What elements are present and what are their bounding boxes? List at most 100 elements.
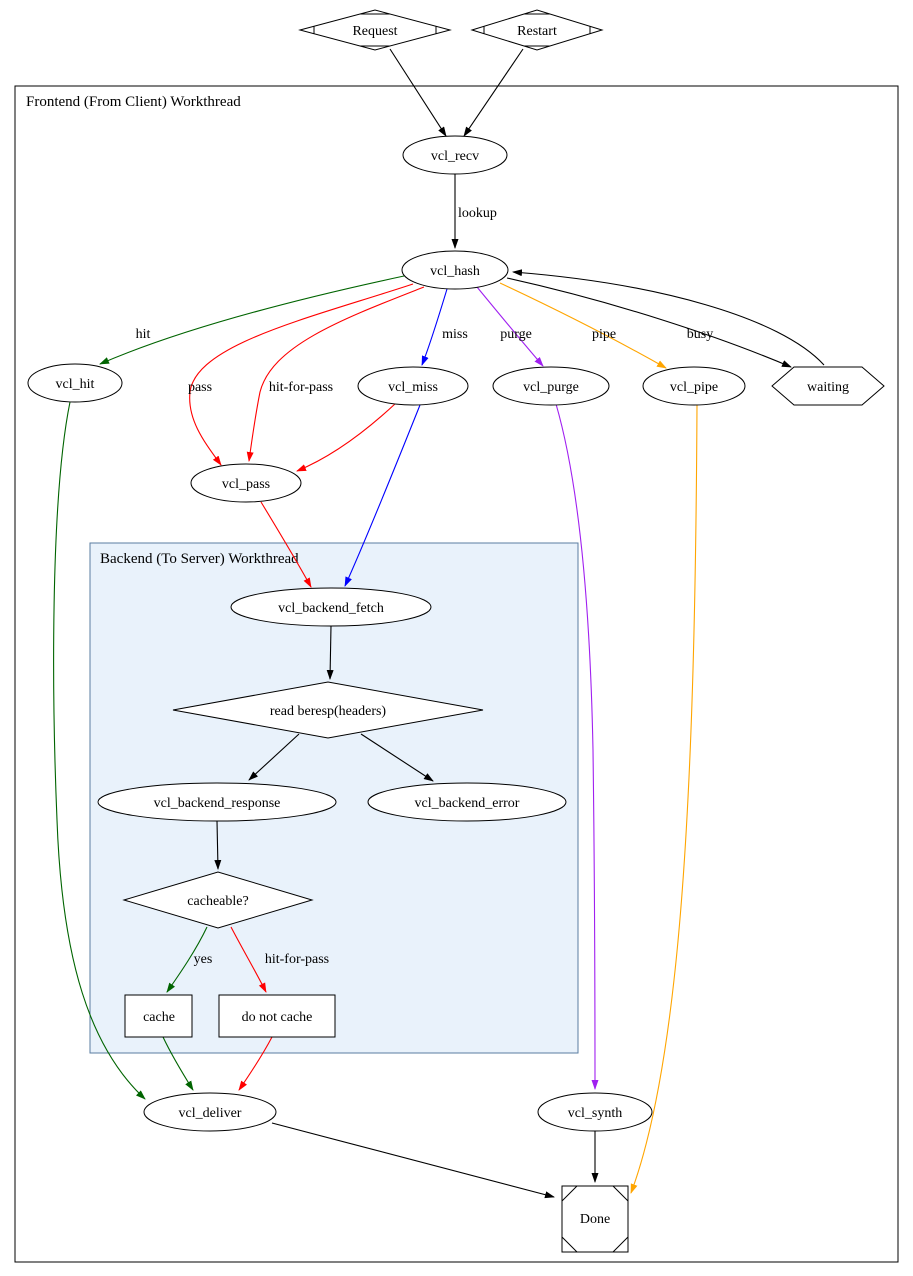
- cacheable-diamond: [122, 871, 314, 929]
- node-vcl-backend-fetch: vcl_backend_fetch: [230, 587, 432, 627]
- edge-vcl_miss-vcl_pass: [296, 402, 397, 472]
- backend-cluster-title: Backend (To Server) Workthread: [100, 551, 299, 567]
- request-label: Request: [352, 24, 397, 39]
- node-do-not-cache: do not cache: [218, 994, 336, 1038]
- vcl-backend-error-label: vcl_backend_error: [415, 796, 520, 811]
- waiting-label: waiting: [807, 380, 849, 395]
- edge-vcl_hash-waiting: [506, 277, 792, 368]
- vcl-hash-ellipse: [401, 250, 509, 290]
- vcl-pipe-label: vcl_pipe: [670, 380, 718, 395]
- vcl-synth-label: vcl_synth: [568, 1106, 622, 1121]
- node-vcl-synth: vcl_synth: [537, 1092, 653, 1132]
- node-cacheable: cacheable?: [122, 871, 314, 929]
- edge-readberesp-error: [360, 733, 434, 782]
- edge-vcl_miss-vcl_backend_fetch: [344, 404, 421, 587]
- vcl-miss-ellipse: [357, 366, 469, 406]
- node-request: Request: [298, 9, 452, 51]
- cache-label: cache: [143, 1010, 175, 1025]
- vcl-backend-fetch-ellipse: [230, 587, 432, 627]
- vcl-recv-label: vcl_recv: [431, 149, 479, 164]
- edge-restart-vcl_recv: [463, 48, 524, 137]
- node-vcl-backend-error: vcl_backend_error: [367, 782, 567, 822]
- edge-cache-vcl_deliver: [162, 1036, 194, 1091]
- done-label: Done: [580, 1212, 610, 1227]
- node-vcl-deliver: vcl_deliver: [143, 1092, 277, 1132]
- edge-waiting-vcl_hash: [512, 269, 825, 366]
- edge-response-cacheable: [214, 820, 222, 870]
- edge-vcl_purge-vcl_synth: [555, 403, 599, 1090]
- vcl-pipe-ellipse: [642, 366, 746, 406]
- done-corner-tl: [561, 1185, 578, 1202]
- edge-vcl_hash-vcl_hit: [99, 275, 405, 365]
- node-read-beresp: read beresp(headers): [172, 681, 484, 739]
- vcl-backend-response-label: vcl_backend_response: [154, 796, 281, 811]
- node-vcl-miss: vcl_miss: [357, 366, 469, 406]
- node-restart: Restart: [470, 9, 604, 51]
- done-corner-bl: [561, 1236, 578, 1253]
- vcl-backend-fetch-label: vcl_backend_fetch: [278, 601, 384, 616]
- edge-vcl_hash-vcl_pass-pass: [189, 283, 414, 466]
- node-waiting: waiting: [771, 366, 885, 406]
- vcl-miss-label: vcl_miss: [388, 380, 438, 395]
- vcl-purge-ellipse: [492, 366, 610, 406]
- vcl-deliver-ellipse: [143, 1092, 277, 1132]
- edge-label-pipe: pipe: [592, 327, 616, 342]
- node-vcl-pass: vcl_pass: [190, 463, 302, 503]
- edge-vcl_hash-vcl_pass-hitforpass: [246, 286, 425, 462]
- read-beresp-label: read beresp(headers): [270, 704, 387, 719]
- edge-request-vcl_recv: [389, 48, 447, 137]
- edge-label-miss: miss: [442, 327, 468, 342]
- edge-vcl_hash-vcl_purge: [476, 286, 544, 367]
- edge-donotcache-vcl_deliver: [238, 1036, 273, 1091]
- vcl-backend-response-ellipse: [97, 782, 337, 822]
- edge-vcl_pipe-done: [630, 404, 698, 1194]
- edge-readberesp-response: [248, 733, 300, 781]
- vcl-hit-ellipse: [27, 363, 123, 403]
- do-not-cache-label: do not cache: [242, 1010, 313, 1025]
- node-vcl-recv: vcl_recv: [402, 135, 508, 175]
- restart-diamond: [470, 9, 604, 51]
- vcl-recv-ellipse: [402, 135, 508, 175]
- edge-label-lookup: lookup: [458, 206, 497, 221]
- vcl-hit-label: vcl_hit: [56, 377, 95, 392]
- node-vcl-pipe: vcl_pipe: [642, 366, 746, 406]
- edge-label-busy: busy: [687, 327, 713, 342]
- vcl-backend-error-ellipse: [367, 782, 567, 822]
- edge-label-hit-for-pass: hit-for-pass: [269, 380, 333, 395]
- vcl-pass-label: vcl_pass: [222, 477, 270, 492]
- do-not-cache-rect: [218, 994, 336, 1038]
- node-cache: cache: [124, 994, 193, 1038]
- edge-label-hit: hit: [136, 327, 151, 342]
- node-vcl-purge: vcl_purge: [492, 366, 610, 406]
- edge-vcl_deliver-done: [271, 1122, 555, 1199]
- node-vcl-hit: vcl_hit: [27, 363, 123, 403]
- node-vcl-backend-response: vcl_backend_response: [97, 782, 337, 822]
- node-vcl-hash: vcl_hash: [401, 250, 509, 290]
- vcl-pass-ellipse: [190, 463, 302, 503]
- done-corner-br: [612, 1236, 629, 1253]
- vcl-synth-ellipse: [537, 1092, 653, 1132]
- frontend-cluster-box: [14, 85, 899, 1263]
- restart-label: Restart: [517, 24, 557, 39]
- cacheable-label: cacheable?: [187, 894, 248, 909]
- edge-vcl_hash-vcl_pipe: [499, 282, 667, 369]
- vcl-deliver-label: vcl_deliver: [179, 1106, 242, 1121]
- edge-label-hit-for-pass-backend: hit-for-pass: [265, 952, 329, 967]
- cache-rect: [124, 994, 193, 1038]
- waiting-hexagon: [771, 366, 885, 406]
- edge-label-purge: purge: [500, 327, 532, 342]
- request-diamond: [298, 9, 452, 51]
- edge-cacheable-cache: [166, 926, 208, 993]
- done-corner-tr: [612, 1185, 629, 1202]
- done-square: [561, 1185, 629, 1253]
- edge-label-yes: yes: [194, 952, 213, 967]
- edge-vcl_hit-vcl_deliver: [53, 401, 146, 1100]
- read-beresp-diamond: [172, 681, 484, 739]
- node-done: Done: [561, 1185, 629, 1253]
- edge-label-pass: pass: [188, 380, 212, 395]
- frontend-cluster-title: Frontend (From Client) Workthread: [26, 94, 241, 110]
- edge-cacheable-donotcache: [230, 926, 267, 993]
- edge-vcl_pass-vcl_backend_fetch: [260, 501, 312, 588]
